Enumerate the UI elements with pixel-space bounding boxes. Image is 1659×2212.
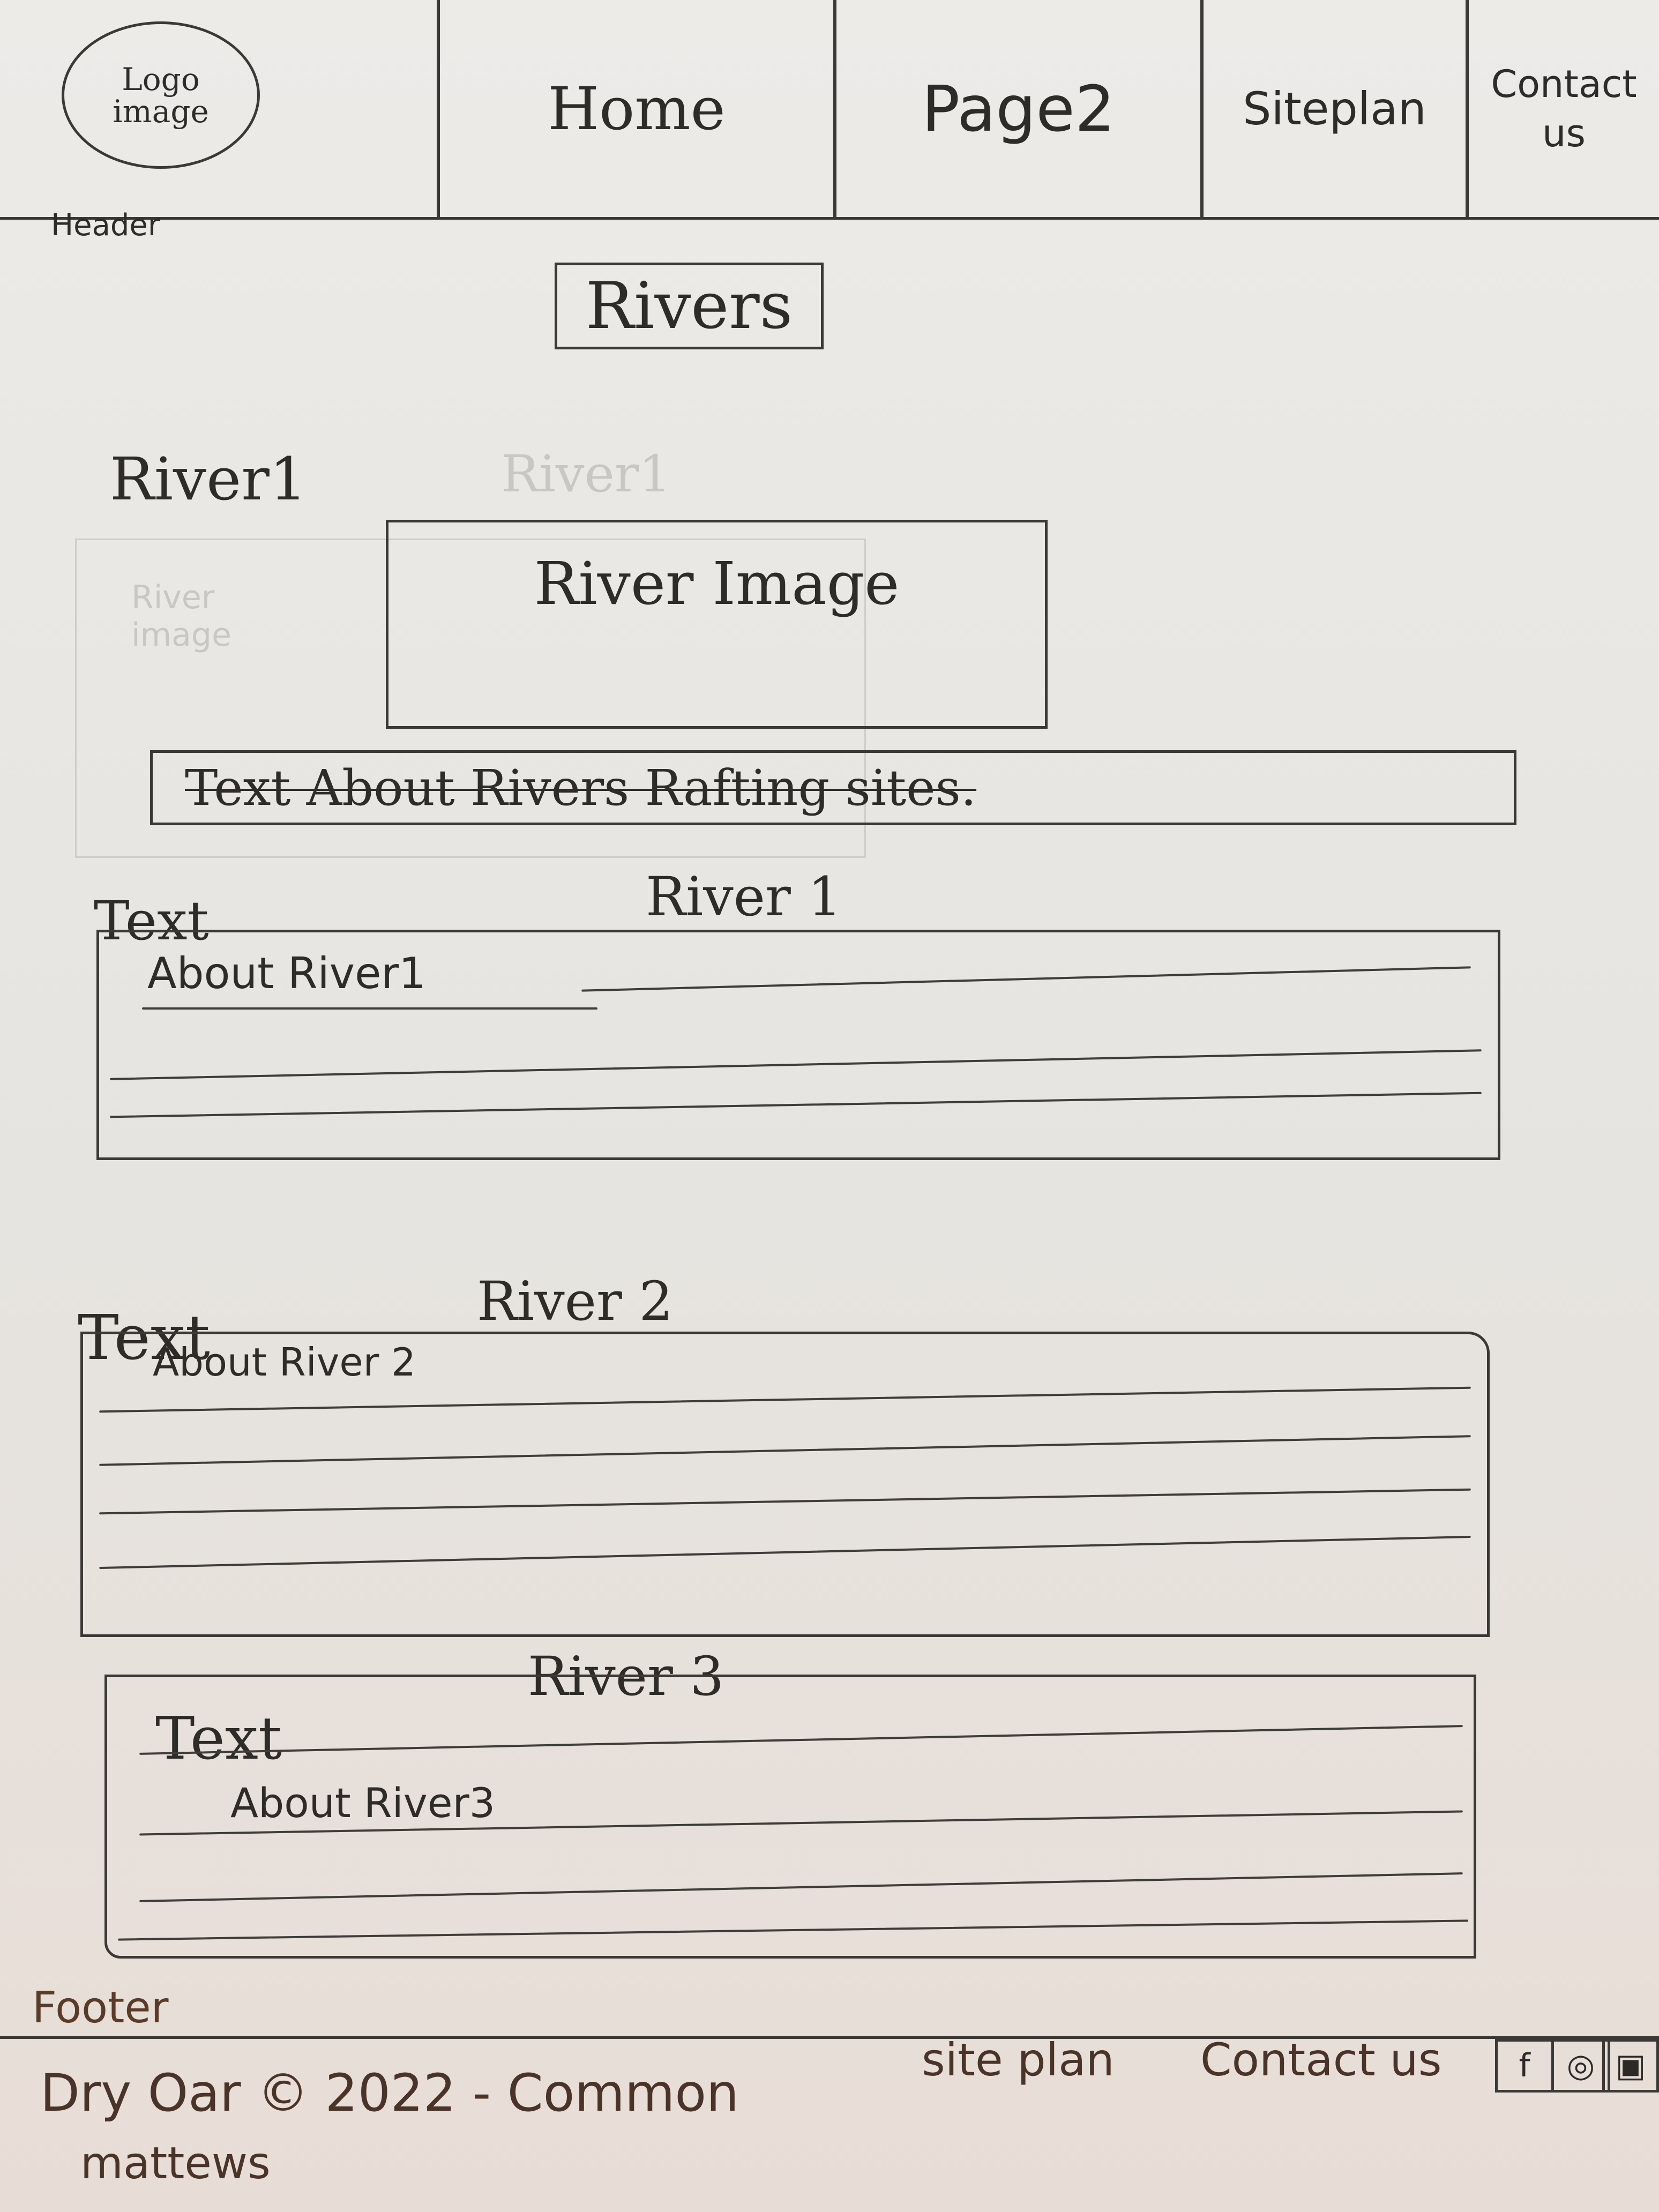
nav-page2-label: Page2 <box>922 71 1115 146</box>
nav-divider <box>437 0 440 217</box>
rafting-text-box: Text About Rivers Rafting sites. <box>150 750 1516 825</box>
section-title: River 1 <box>646 865 842 928</box>
footer-link-siteplan[interactable]: site plan <box>922 2034 1115 2086</box>
text-line <box>99 1535 1471 1570</box>
nav-contact-us-label: Contact us <box>1491 62 1637 155</box>
river2-text-box: About River 2 <box>80 1332 1490 1637</box>
text-line <box>139 1725 1463 1755</box>
logo-text: Logo image <box>113 61 209 130</box>
page-title: Rivers <box>585 268 793 343</box>
text-line <box>99 1488 1471 1515</box>
nav-page2[interactable]: Page2 <box>836 0 1200 217</box>
nav-home[interactable]: Home <box>440 0 833 217</box>
nav-divider <box>1200 0 1204 217</box>
rafting-text: Text About Rivers Rafting sites. <box>185 759 977 817</box>
footer-divider <box>0 2036 1659 2039</box>
nav-contact-us[interactable]: Contact us <box>1469 0 1659 217</box>
river-image-label: River Image <box>534 549 900 618</box>
facebook-icon[interactable]: f <box>1495 2039 1554 2093</box>
nav-siteplan[interactable]: Siteplan <box>1204 0 1466 217</box>
text-line <box>99 1386 1471 1413</box>
river1-ghost-heading: River1 <box>501 445 671 504</box>
footer-copyright-continued: mattews <box>80 2138 271 2189</box>
nav-divider <box>833 0 836 217</box>
nav-home-label: Home <box>548 74 726 143</box>
section-about-text: About River 2 <box>153 1340 416 1385</box>
section-text-label: Text <box>155 1704 282 1773</box>
logo-image[interactable]: Logo image <box>62 21 260 169</box>
twitter-icon[interactable]: ▣ <box>1602 2039 1659 2093</box>
nav-siteplan-label: Siteplan <box>1243 82 1426 135</box>
text-line <box>99 1435 1471 1466</box>
text-line <box>139 1872 1463 1902</box>
header <box>0 0 1659 220</box>
text-line <box>110 1092 1482 1118</box>
footer-annotation: Footer <box>32 1983 169 2032</box>
section-title: River 2 <box>477 1270 674 1333</box>
section-text-label: Text <box>94 890 209 952</box>
river1-heading: River1 <box>110 445 307 513</box>
river3-text-box: About River3 <box>104 1675 1476 1959</box>
nav-divider <box>1466 0 1469 217</box>
instagram-icon[interactable]: ◎ <box>1551 2039 1610 2093</box>
section-about-text: About River1 <box>147 948 427 998</box>
river1-text-box: About River1 <box>96 930 1500 1160</box>
faint-image-frame <box>75 539 866 858</box>
text-line <box>118 1919 1468 1941</box>
faint-image-label: River image <box>131 579 231 654</box>
text-line <box>142 1007 597 1010</box>
text-line <box>581 966 1471 992</box>
footer-link-contact-us[interactable]: Contact us <box>1200 2034 1442 2086</box>
river-image-placeholder: River Image <box>386 520 1048 729</box>
section-about-text: About River3 <box>230 1779 496 1827</box>
text-line <box>110 1049 1482 1080</box>
header-annotation: Header <box>51 208 160 243</box>
page-title-box: Rivers <box>555 263 824 349</box>
footer-copyright: Dry Oar © 2022 - Common <box>40 2063 739 2123</box>
